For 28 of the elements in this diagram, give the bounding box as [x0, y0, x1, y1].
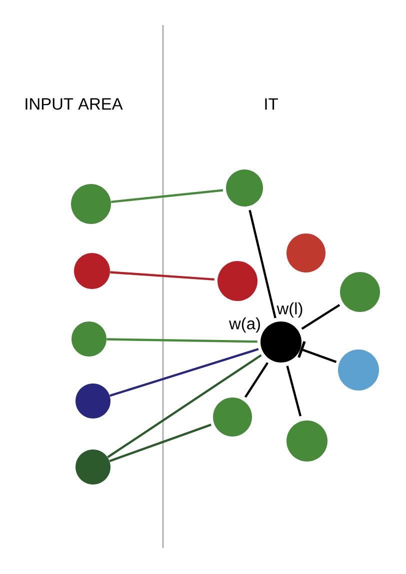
connector-line [110, 189, 224, 203]
area-heading: INPUT AREA [26, 98, 123, 110]
circle-node [226, 170, 263, 206]
circle-node [72, 322, 106, 356]
circle-node [286, 420, 328, 462]
area-heading: IT [265, 98, 278, 110]
connector-line [248, 210, 276, 318]
circle-node [218, 261, 258, 301]
connector-line [109, 424, 212, 462]
circle-node [76, 384, 110, 418]
circle-node [71, 184, 111, 224]
connector-line [286, 366, 302, 416]
circle-node [213, 398, 252, 436]
connector-line [110, 348, 259, 397]
circle-node [338, 350, 379, 390]
connector-line [106, 338, 258, 343]
circle-node [74, 253, 110, 289]
circle-node [286, 234, 326, 272]
circle-node [76, 450, 110, 484]
connector-line [244, 362, 269, 398]
circle-node [260, 322, 302, 362]
weight-label: w(l) [276, 302, 302, 318]
connector-line [107, 354, 262, 458]
inhibitor-line [298, 341, 337, 363]
weight-label: w(a) [229, 317, 260, 333]
connector-line [301, 304, 340, 330]
circle-node [340, 272, 380, 312]
connector-line [110, 271, 214, 280]
